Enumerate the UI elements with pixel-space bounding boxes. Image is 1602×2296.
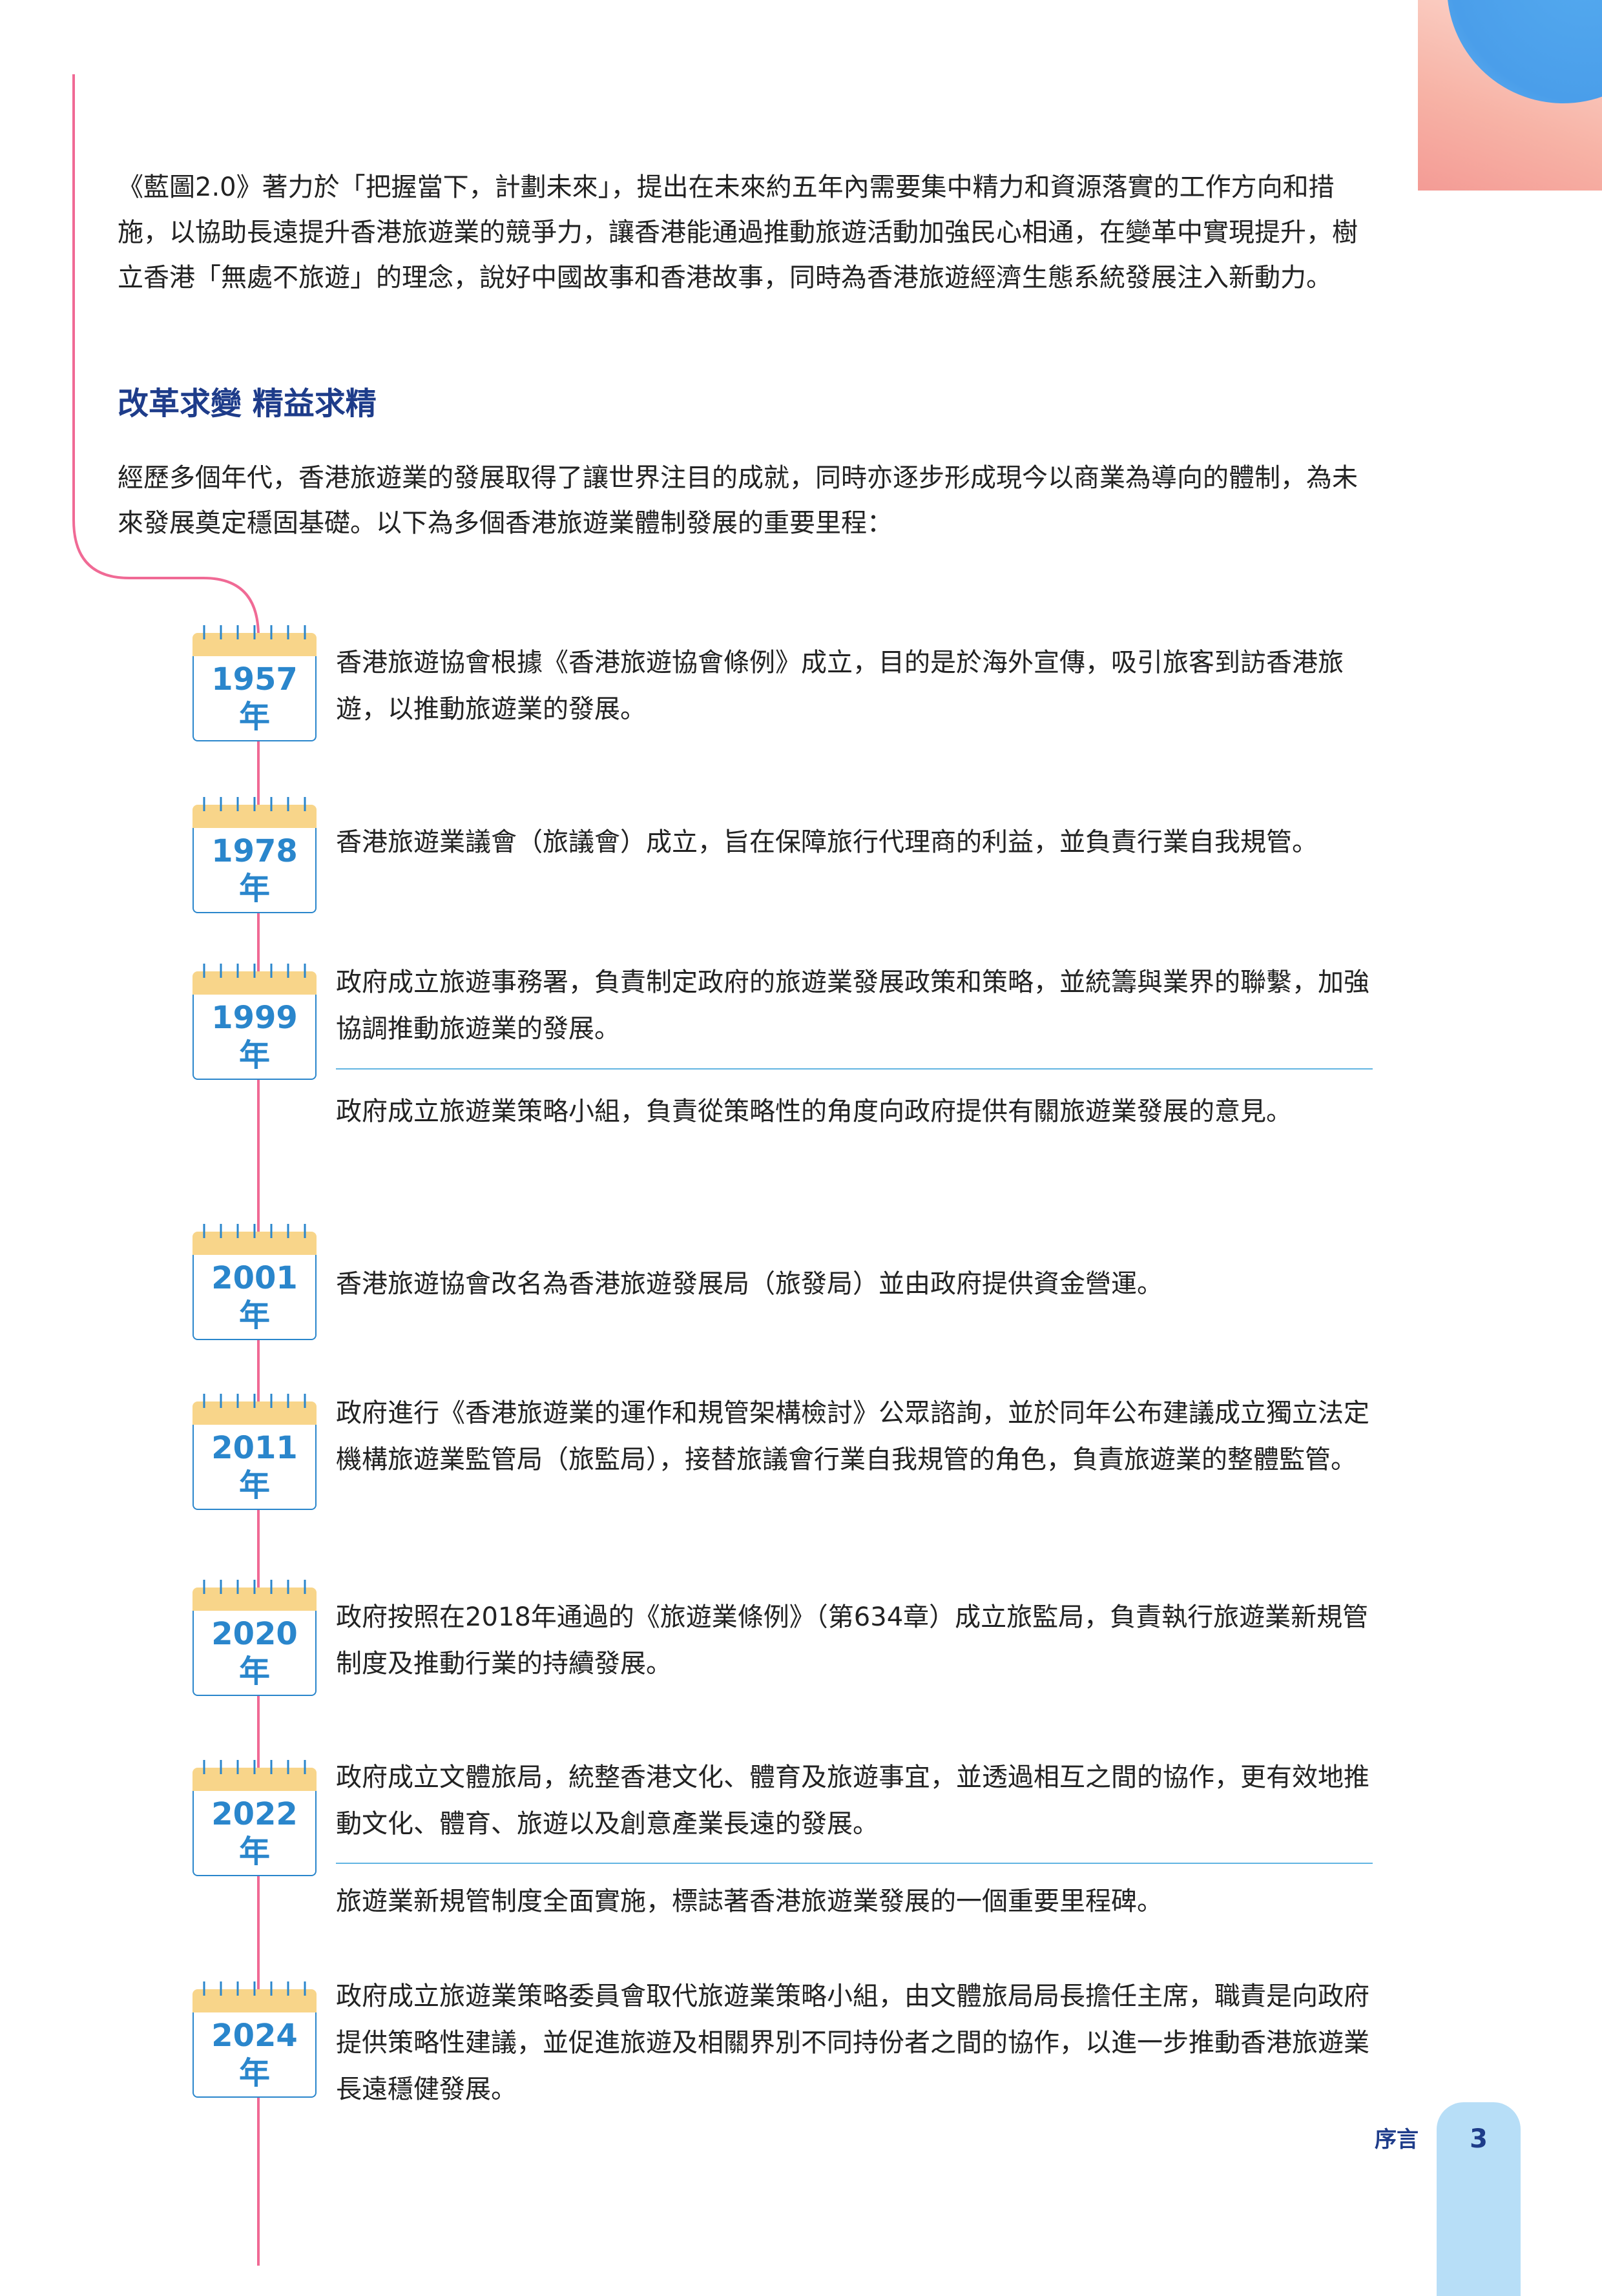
milestone-event: 香港旅遊協會改名為香港旅遊發展局（旅發局）並由政府提供資金營運。 [336,1269,1163,1299]
calendar-icon: 1999 年 [192,964,317,1081]
milestone-event: 政府成立文體旅局，統整香港文化、體育及旅遊事宜，並透過相互之間的協作，更有效地推… [336,1763,1369,1839]
year-suffix: 年 [238,699,270,735]
milestone-year: 1957 [211,661,298,698]
milestone-year: 2020 [211,1616,298,1652]
calendar-body: 2022 年 [192,1791,317,1876]
milestone-event: 政府按照在2018年通過的《旅遊業條例》（第634章）成立旅監局，負責執行旅遊業… [336,1602,1369,1679]
calendar-body: 1978 年 [192,828,317,913]
year-suffix: 年 [238,2055,270,2091]
event-divider [336,1068,1373,1070]
calendar-body: 2001 年 [192,1255,317,1340]
calendar-body: 2011 年 [192,1425,317,1510]
calendar-body: 2024 年 [192,2012,317,2098]
milestone-year: 2001 [211,1260,298,1296]
milestone-year: 2024 [211,2018,298,2054]
calendar-icon: 2001 年 [192,1224,317,1341]
milestone-event: 政府成立旅遊事務署，負責制定政府的旅遊業發展政策和策略，並統籌與業界的聯繫，加強… [336,967,1369,1044]
intro-paragraph: 《藍圖2.0》著力於「把握當下，計劃未來」，提出在未來約五年內需要集中精力和資源… [118,172,1358,293]
milestone-year: 1999 [211,1000,298,1036]
year-suffix: 年 [238,1653,270,1690]
milestone-event: 政府進行《香港旅遊業的運作和規管架構檢討》公眾諮詢，並於同年公布建議成立獨立法定… [336,1398,1369,1474]
calendar-body: 1999 年 [192,995,317,1080]
calendar-icon: 1978 年 [192,797,317,915]
calendar-body: 2020 年 [192,1611,317,1696]
milestone-event: 旅遊業新規管制度全面實施，標誌著香港旅遊業發展的一個重要里程碑。 [336,1887,1163,1916]
milestone-event: 香港旅遊業議會（旅議會）成立，旨在保障旅行代理商的利益，並負責行業自我規管。 [336,827,1318,857]
calendar-rings [203,1981,306,1996]
milestone-year: 2011 [211,1430,298,1466]
milestone-year: 1978 [211,833,298,869]
event-divider [336,1863,1373,1864]
milestone-event: 香港旅遊協會根據《香港旅遊協會條例》成立，目的是於海外宣傳，吸引旅客到訪香港旅遊… [336,648,1344,724]
footer-section-label: 序言 [1375,2127,1419,2153]
year-suffix: 年 [238,1298,270,1334]
calendar-rings [203,797,306,811]
year-suffix: 年 [238,871,270,907]
calendar-rings [203,1760,306,1774]
milestone-event: 政府成立旅遊業策略小組，負責從策略性的角度向政府提供有關旅遊業發展的意見。 [336,1097,1292,1126]
section-paragraph: 經歷多個年代，香港旅遊業的發展取得了讓世界注目的成就，同時亦逐步形成現今以商業為… [118,463,1358,538]
year-suffix: 年 [238,1037,270,1073]
milestone-year: 2022 [211,1796,298,1832]
section-title: 改革求變 精益求精 [118,386,377,422]
calendar-icon: 2020 年 [192,1580,317,1697]
calendar-rings [203,1580,306,1594]
calendar-rings [203,1224,306,1238]
calendar-icon: 2022 年 [192,1760,317,1877]
page-number: 3 [1470,2124,1488,2154]
calendar-rings [203,1394,306,1408]
page-number-tab: 3 [1437,2102,1521,2296]
year-suffix: 年 [238,1834,270,1870]
calendar-rings [203,625,306,639]
calendar-body: 1957 年 [192,656,317,741]
calendar-icon: 2011 年 [192,1394,317,1511]
year-suffix: 年 [238,1467,270,1504]
calendar-icon: 2024 年 [192,1981,317,2099]
milestone-event: 政府成立旅遊業策略委員會取代旅遊業策略小組，由文體旅局局長擔任主席，職責是向政府… [336,1981,1369,2104]
calendar-icon: 1957 年 [192,625,317,743]
calendar-rings [203,964,306,978]
